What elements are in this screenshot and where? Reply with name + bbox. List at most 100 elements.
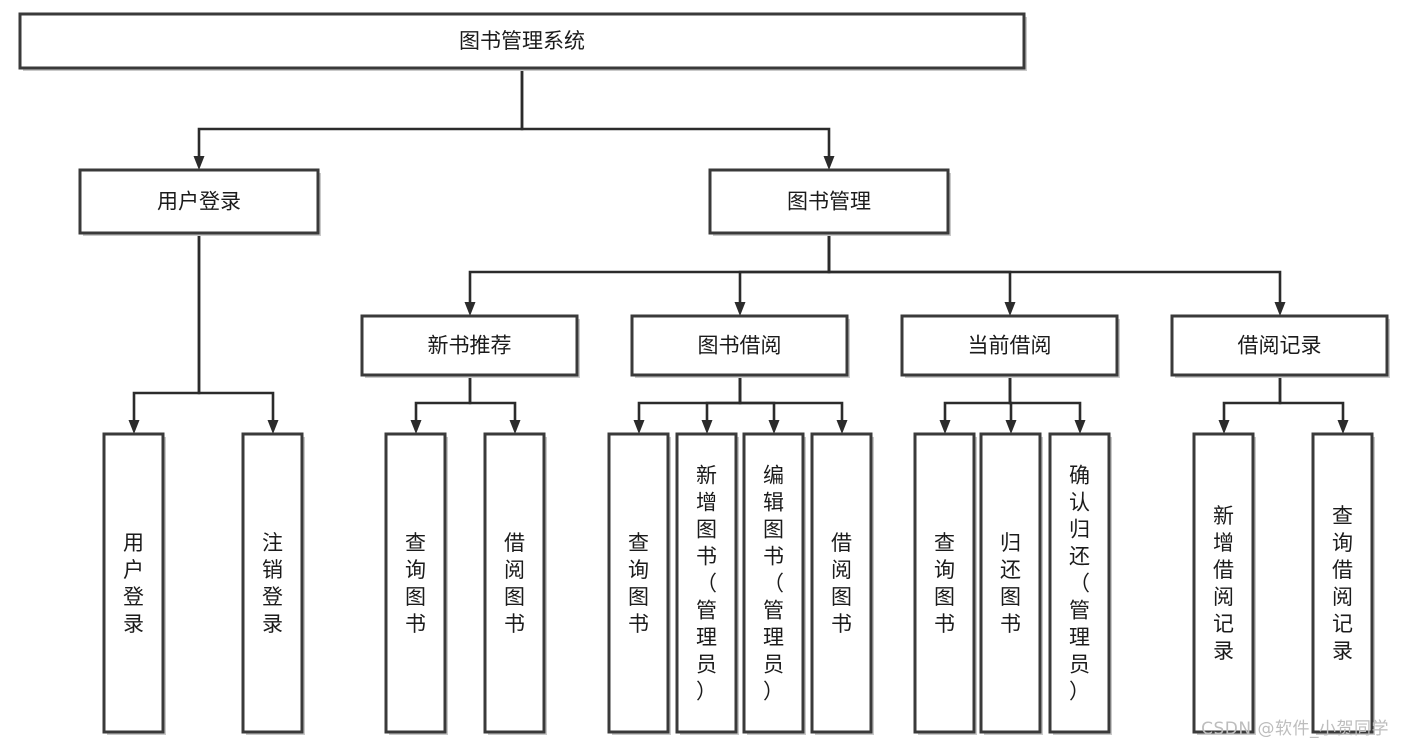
node-leaf-add-book[interactable]: 新增图书（管理员） [675, 432, 739, 735]
node-box[interactable] [900, 314, 1119, 377]
node-box[interactable] [241, 432, 304, 734]
connector-current-borrow-to-leaf-confirm-return [1008, 375, 1086, 434]
node-box[interactable] [913, 432, 976, 734]
arrow-head-icon [1004, 302, 1016, 316]
node-box[interactable] [979, 432, 1042, 734]
arrow-head-icon [509, 420, 521, 434]
node-box[interactable] [102, 432, 165, 734]
connector-book-manage-to-book-borrow [734, 233, 831, 316]
node-label: 归还图书 [1000, 531, 1021, 636]
connector-book-borrow-to-leaf-query-book-2 [633, 375, 742, 434]
node-leaf-return-book[interactable]: 归还图书 [979, 432, 1043, 735]
node-label: 当前借阅 [968, 334, 1052, 358]
node-leaf-add-record[interactable]: 新增借阅记录 [1192, 432, 1256, 735]
node-label: 查询图书 [628, 531, 649, 636]
node-leaf-query-book-3[interactable]: 查询图书 [913, 432, 977, 735]
node-label: 查询图书 [934, 531, 955, 636]
node-label: 查询借阅记录 [1332, 504, 1353, 663]
node-root[interactable]: 图书管理系统 [18, 12, 1027, 71]
arrow-head-icon [1274, 302, 1286, 316]
arrow-head-icon [410, 420, 422, 434]
node-label: 用户登录 [123, 531, 144, 636]
node-leaf-logout[interactable]: 注销登录 [241, 432, 305, 735]
connector-book-manage-to-new-book-rec [464, 233, 831, 316]
node-leaf-query-book-1[interactable]: 查询图书 [384, 432, 448, 735]
node-label: 新书推荐 [428, 334, 512, 358]
node-box[interactable] [1192, 432, 1255, 734]
node-leaf-borrow-book-1[interactable]: 借阅图书 [483, 432, 547, 735]
node-box[interactable] [360, 314, 579, 377]
arrow-head-icon [267, 420, 279, 434]
node-label: 编辑图书（管理员） [763, 464, 784, 704]
node-box[interactable] [1170, 314, 1389, 377]
connector-book-borrow-to-leaf-edit-book [738, 375, 780, 434]
connector-borrow-record-to-leaf-query-record [1278, 375, 1349, 434]
node-label: 注销登录 [262, 531, 283, 636]
node-label: 查询图书 [405, 531, 426, 636]
node-new-book-rec[interactable]: 新书推荐 [360, 314, 580, 378]
connector-book-borrow-to-leaf-add-book [701, 375, 742, 434]
node-box[interactable] [810, 432, 873, 734]
node-book-borrow[interactable]: 图书借阅 [630, 314, 850, 378]
node-leaf-borrow-book-2[interactable]: 借阅图书 [810, 432, 874, 735]
arrow-head-icon [464, 302, 476, 316]
arrow-head-icon [1218, 420, 1230, 434]
node-label: 借阅记录 [1238, 334, 1322, 358]
node-current-borrow[interactable]: 当前借阅 [900, 314, 1120, 378]
arrow-head-icon [823, 156, 835, 170]
connector-book-manage-to-borrow-record [827, 233, 1286, 316]
node-label: 图书管理系统 [459, 29, 585, 53]
connector-new-book-rec-to-leaf-query-book-1 [410, 375, 472, 434]
edges-layer [128, 68, 1349, 434]
node-box[interactable] [742, 432, 805, 734]
node-label: 图书借阅 [698, 334, 782, 358]
node-user-login[interactable]: 用户登录 [78, 168, 321, 236]
node-box[interactable] [708, 168, 950, 235]
node-box[interactable] [78, 168, 320, 235]
arrow-head-icon [836, 420, 848, 434]
node-book-manage[interactable]: 图书管理 [708, 168, 951, 236]
node-box[interactable] [630, 314, 849, 377]
node-leaf-user-login[interactable]: 用户登录 [102, 432, 166, 735]
node-label: 借阅图书 [831, 531, 852, 636]
node-leaf-query-book-2[interactable]: 查询图书 [607, 432, 671, 735]
node-borrow-record[interactable]: 借阅记录 [1170, 314, 1390, 378]
node-leaf-confirm-return[interactable]: 确认归还（管理员） [1048, 432, 1112, 735]
arrow-head-icon [768, 420, 780, 434]
arrow-head-icon [1074, 420, 1086, 434]
connector-book-manage-to-current-borrow [827, 233, 1016, 316]
connector-borrow-record-to-leaf-add-record [1218, 375, 1282, 434]
arrow-head-icon [701, 420, 713, 434]
arrow-head-icon [939, 420, 951, 434]
node-label: 用户登录 [157, 190, 241, 214]
connector-user-login-to-leaf-logout [197, 233, 279, 434]
node-box[interactable] [1048, 432, 1111, 734]
node-label: 新增借阅记录 [1213, 504, 1234, 663]
connector-root-to-user-login [193, 68, 524, 170]
connector-new-book-rec-to-leaf-borrow-book-1 [468, 375, 521, 434]
node-box[interactable] [18, 12, 1026, 70]
node-label: 确认归还（管理员） [1069, 464, 1090, 704]
node-box[interactable] [384, 432, 447, 734]
arrow-head-icon [128, 420, 140, 434]
arrow-head-icon [1005, 420, 1017, 434]
arrow-head-icon [734, 302, 746, 316]
node-box[interactable] [483, 432, 546, 734]
arrow-head-icon [633, 420, 645, 434]
arrow-head-icon [1337, 420, 1349, 434]
connector-user-login-to-leaf-user-login [128, 233, 201, 434]
nodes-layer: 图书管理系统用户登录图书管理新书推荐图书借阅当前借阅借阅记录用户登录注销登录查询… [18, 12, 1390, 735]
node-box[interactable] [1311, 432, 1374, 734]
node-box[interactable] [675, 432, 738, 734]
node-label: 图书管理 [787, 190, 871, 214]
node-leaf-query-record[interactable]: 查询借阅记录 [1311, 432, 1375, 735]
node-leaf-edit-book[interactable]: 编辑图书（管理员） [742, 432, 806, 735]
arrow-head-icon [193, 156, 205, 170]
node-box[interactable] [607, 432, 670, 734]
connector-root-to-book-manage [520, 68, 835, 170]
node-label: 新增图书（管理员） [696, 464, 717, 704]
connector-current-borrow-to-leaf-query-book-3 [939, 375, 1012, 434]
node-label: 借阅图书 [504, 531, 525, 636]
